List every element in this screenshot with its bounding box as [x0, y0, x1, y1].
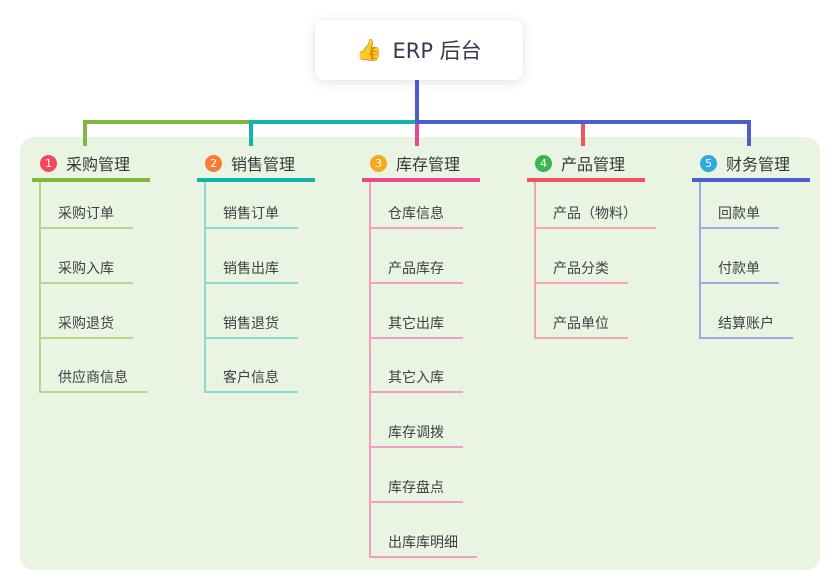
child-item-label: 其它入库 [388, 370, 444, 386]
child-item-label: 销售退货 [223, 316, 279, 332]
child-item-label: 产品库存 [388, 261, 444, 277]
child-item-label: 客户信息 [223, 370, 279, 386]
child-item-label: 产品（物料） [553, 206, 637, 222]
child-item-label: 销售出库 [223, 261, 279, 277]
branch-3-children-rail [369, 182, 371, 558]
branch-2-label[interactable]: 2 销售管理 [197, 148, 315, 182]
child-item-label: 销售订单 [223, 206, 279, 222]
branch-label-text: 财务管理 [726, 155, 791, 174]
branch-4-number-badge: 4 [535, 154, 552, 172]
branch-2-children-rail [204, 182, 206, 393]
root-connector-line [415, 80, 419, 124]
branch-3-drop-line [415, 124, 419, 146]
child-item[interactable]: 销售退货 [204, 309, 298, 339]
child-item[interactable]: 产品（物料） [534, 199, 656, 229]
thumbs-up-icon: 👍 [356, 37, 383, 62]
child-item[interactable]: 客户信息 [204, 363, 298, 393]
child-item[interactable]: 采购退货 [39, 309, 133, 339]
child-item-label: 结算账户 [718, 316, 774, 332]
branch-1-label[interactable]: 1 采购管理 [32, 148, 150, 182]
root-node[interactable]: 👍 ERP 后台 [315, 20, 523, 80]
branch-2-number-badge: 2 [205, 154, 222, 172]
child-item-label: 产品单位 [553, 316, 609, 332]
child-item[interactable]: 其它入库 [369, 363, 463, 393]
child-item-label: 付款单 [718, 261, 760, 277]
child-item-label: 出库库明细 [388, 535, 458, 551]
bus-segment-3 [415, 120, 751, 124]
root-title: ERP 后台 [392, 39, 482, 63]
bus-segment-2 [251, 120, 417, 124]
child-item[interactable]: 采购订单 [39, 199, 133, 229]
branch-5-drop-line [747, 120, 751, 146]
child-item-label: 采购退货 [58, 316, 114, 332]
branch-4-label[interactable]: 4 产品管理 [527, 148, 645, 182]
child-item[interactable]: 其它出库 [369, 309, 463, 339]
child-item[interactable]: 库存盘点 [369, 473, 463, 503]
child-item[interactable]: 采购入库 [39, 254, 133, 284]
branch-5-children-rail [699, 182, 701, 339]
child-item-label: 仓库信息 [388, 206, 444, 222]
child-item[interactable]: 出库库明细 [369, 528, 477, 558]
child-item[interactable]: 回款单 [699, 199, 779, 229]
child-item-label: 采购订单 [58, 206, 114, 222]
branch-label-text: 采购管理 [66, 155, 131, 174]
child-item[interactable]: 付款单 [699, 254, 779, 284]
branch-5-number-badge: 5 [700, 154, 717, 172]
branch-3-label[interactable]: 3 库存管理 [362, 148, 480, 182]
branch-4-children-rail [534, 182, 536, 339]
child-item-label: 供应商信息 [58, 370, 128, 386]
bus-segment-1 [83, 120, 253, 124]
child-item[interactable]: 结算账户 [699, 309, 793, 339]
child-item[interactable]: 产品分类 [534, 254, 628, 284]
child-item[interactable]: 产品单位 [534, 309, 628, 339]
child-item-label: 采购入库 [58, 261, 114, 277]
branch-3-number-badge: 3 [370, 154, 387, 172]
branch-label-text: 产品管理 [561, 155, 626, 174]
child-item-label: 库存盘点 [388, 480, 444, 496]
child-item[interactable]: 销售订单 [204, 199, 298, 229]
branch-4-drop-line [581, 124, 585, 146]
child-item[interactable]: 销售出库 [204, 254, 298, 284]
child-item-label: 其它出库 [388, 316, 444, 332]
branch-1-children-rail [39, 182, 41, 393]
branch-label-text: 库存管理 [396, 155, 461, 174]
child-item[interactable]: 库存调拨 [369, 418, 463, 448]
child-item[interactable]: 仓库信息 [369, 199, 463, 229]
child-item-label: 产品分类 [553, 261, 609, 277]
branch-2-drop-line [249, 120, 253, 146]
branch-5-label[interactable]: 5 财务管理 [692, 148, 810, 182]
branches-panel [20, 137, 820, 570]
child-item-label: 回款单 [718, 206, 760, 222]
branch-1-number-badge: 1 [40, 154, 57, 172]
child-item[interactable]: 供应商信息 [39, 363, 147, 393]
child-item[interactable]: 产品库存 [369, 254, 463, 284]
child-item-label: 库存调拨 [388, 425, 444, 441]
branch-1-drop-line [83, 120, 87, 146]
branch-label-text: 销售管理 [231, 155, 296, 174]
